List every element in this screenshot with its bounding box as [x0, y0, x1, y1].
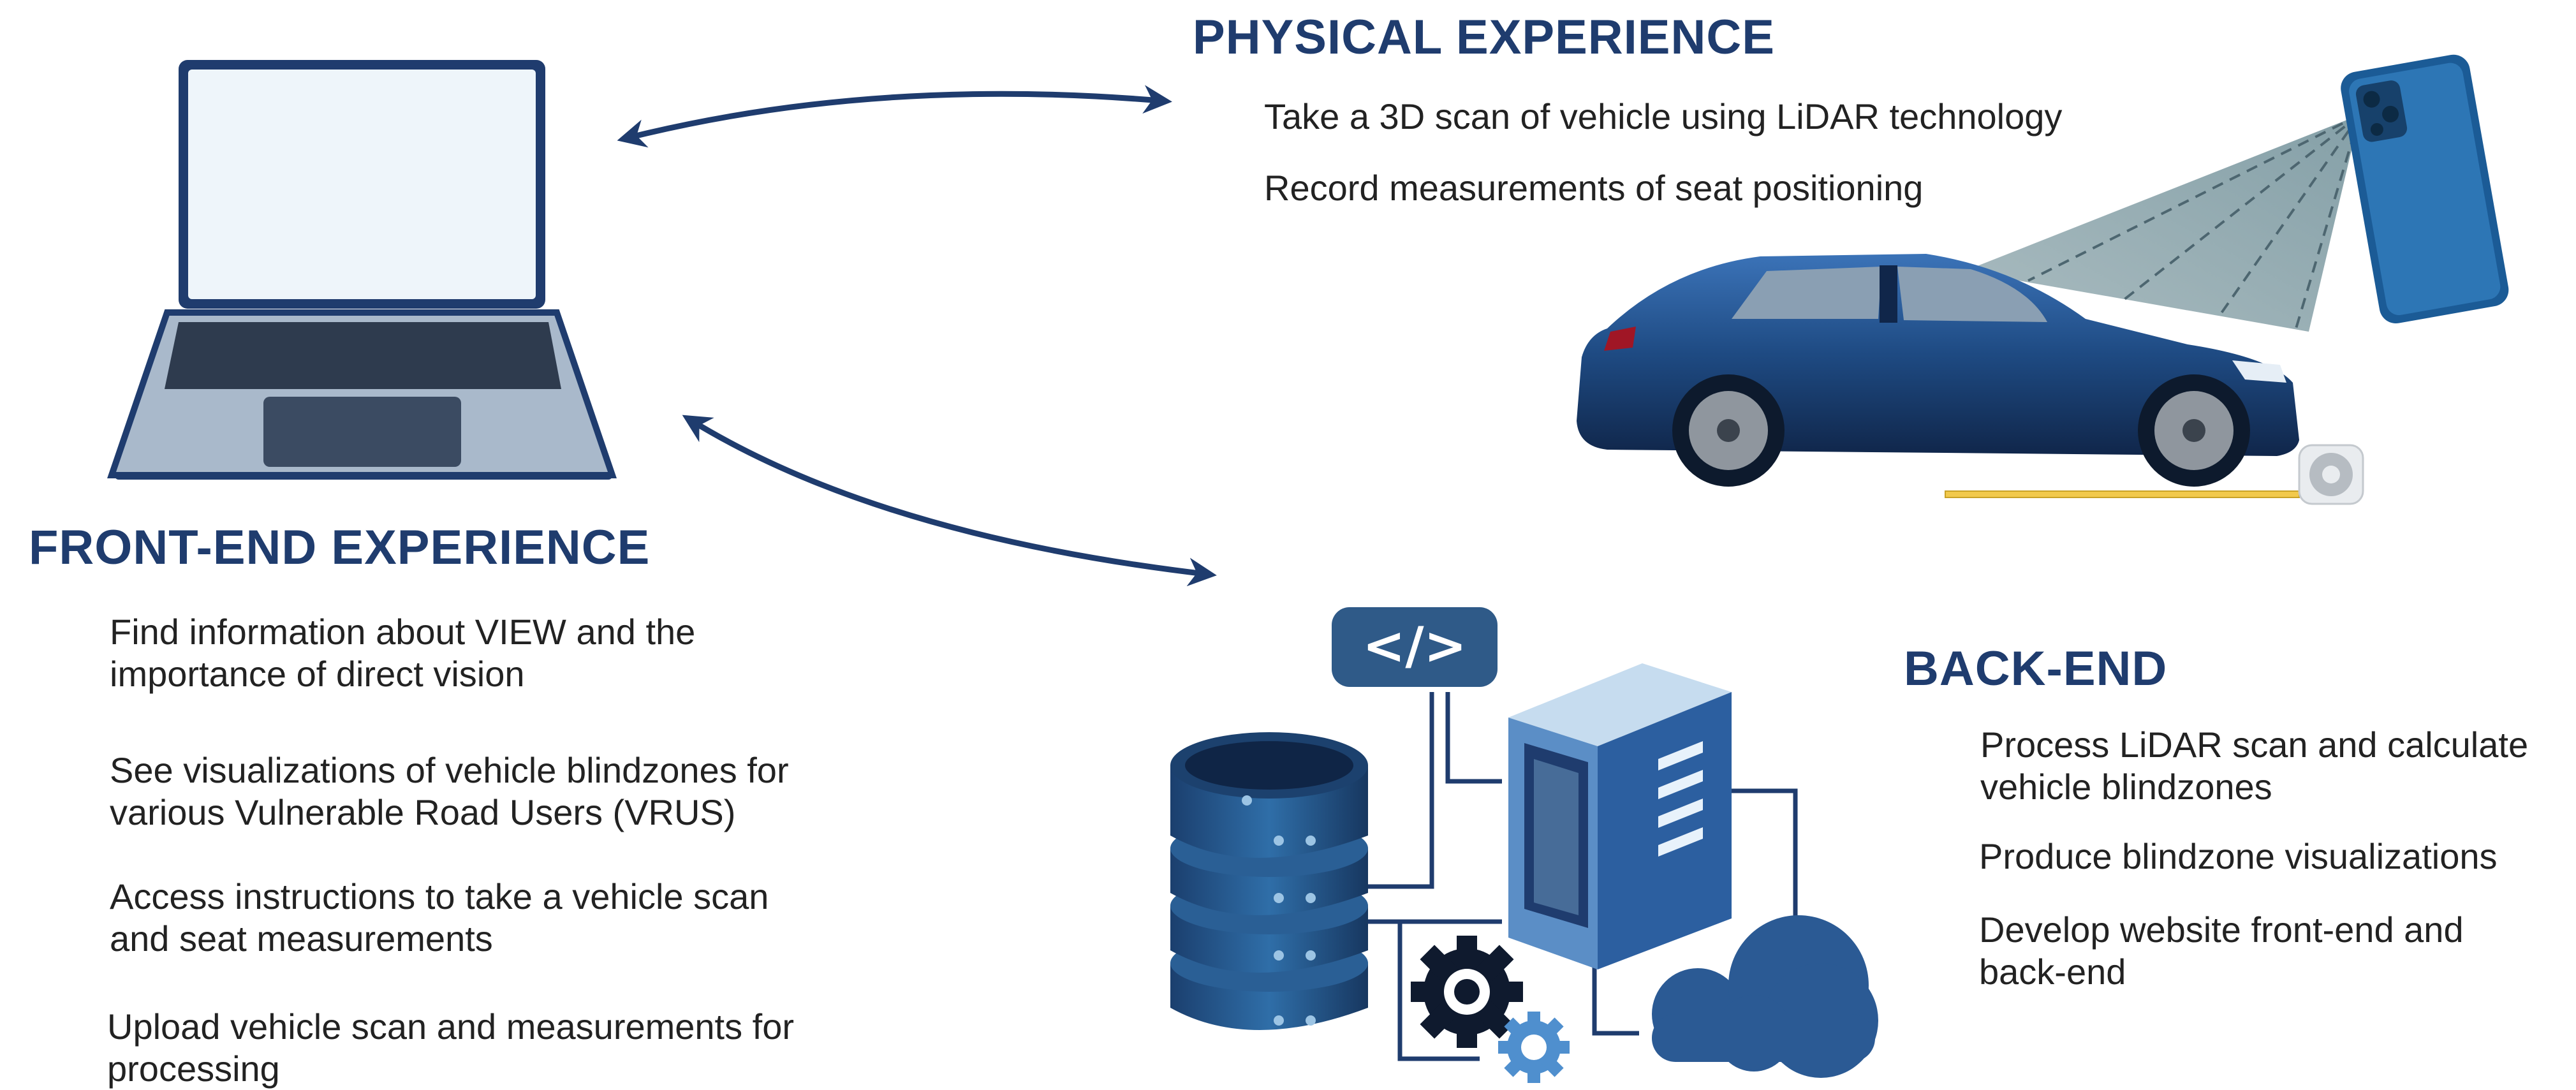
code-icon: </>	[1332, 607, 1498, 687]
tape-measure-icon	[1945, 444, 2364, 505]
gear-icon	[1411, 936, 1570, 1083]
physical-item-seat: Record measurements of seat positioning	[1264, 168, 1924, 208]
backend-item-process: Process LiDAR scan and calculate vehicle…	[1980, 725, 2529, 807]
database-icon	[1170, 732, 1368, 1030]
car-icon	[1577, 254, 2299, 487]
frontend-item-visualizations: See visualizations of vehicle blindzones…	[110, 750, 789, 832]
frontend-item-instructions: Access instructions to take a vehicle sc…	[110, 876, 769, 959]
laptop-icon	[107, 60, 617, 480]
server-icon	[1508, 663, 1732, 969]
frontend-experience-heading: FRONT-END EXPERIENCE	[29, 520, 651, 575]
connector-lines	[1365, 692, 1798, 1061]
lidar-beam	[1964, 114, 2361, 332]
backend-item-develop: Develop website front-end and back-end	[1979, 910, 2464, 992]
physical-experience-heading: PHYSICAL EXPERIENCE	[1193, 10, 1775, 64]
frontend-item-upload: Upload vehicle scan and measurements for…	[107, 1006, 795, 1089]
cloud-icon	[1652, 915, 1878, 1078]
frontend-item-info: Find information about VIEW and the impo…	[110, 612, 696, 694]
phone-icon	[2341, 54, 2509, 324]
code-tag-text: </>	[1362, 616, 1466, 675]
arrow-laptop-backend	[682, 415, 1217, 587]
backend-item-visualizations: Produce blindzone visualizations	[1979, 836, 2498, 876]
physical-item-scan: Take a 3D scan of vehicle using LiDAR te…	[1264, 96, 2063, 136]
arrow-laptop-physical	[617, 85, 1172, 148]
backend-heading: BACK-END	[1904, 642, 2168, 696]
